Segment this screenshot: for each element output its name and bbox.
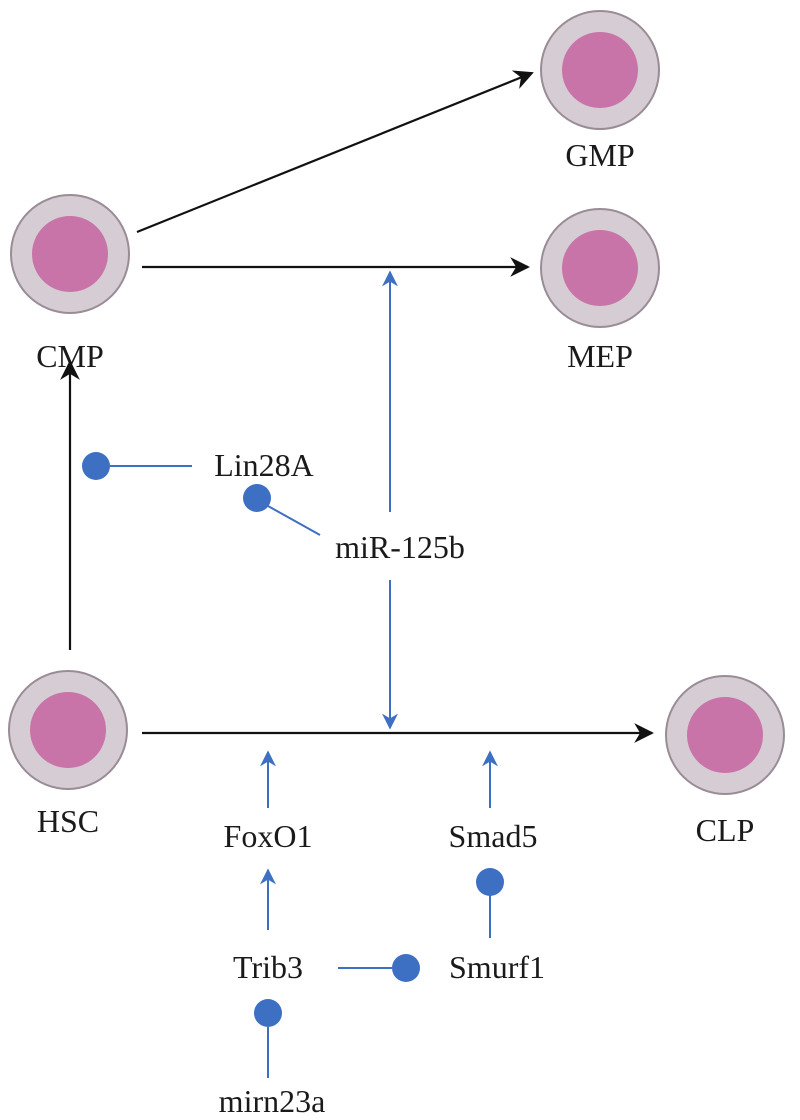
arrow-cmp-to-gmp: [136, 70, 534, 234]
cell-hsc: [8, 670, 128, 790]
cell-mep: [540, 208, 660, 328]
cell-clp: [665, 675, 785, 795]
smad5-label: Smad5: [449, 818, 538, 854]
inhibition-lin28a-dot: [82, 452, 110, 480]
gmp-label: GMP: [565, 137, 634, 173]
clp-label: CLP: [696, 812, 755, 848]
inhibition-mir125b-dot: [243, 484, 271, 512]
inhibition-trib3-dot: [392, 954, 420, 982]
foxo1-label: FoxO1: [224, 818, 313, 854]
mep-label: MEP: [567, 338, 633, 374]
smurf1-label: Smurf1: [449, 949, 545, 985]
mirn23a-label: mirn23a: [219, 1083, 326, 1119]
mir125b-label: miR-125b: [335, 529, 465, 565]
inhibition-mir125b-line: [267, 505, 321, 536]
inhibition-mirn23a-dot: [254, 999, 282, 1027]
lin28a-label: Lin28A: [214, 447, 314, 483]
cell-cmp: [10, 194, 130, 314]
inhibition-smurf1-dot: [476, 868, 504, 896]
trib3-label: Trib3: [233, 949, 303, 985]
hsc-label: HSC: [37, 803, 99, 839]
cell-gmp: [540, 10, 660, 130]
